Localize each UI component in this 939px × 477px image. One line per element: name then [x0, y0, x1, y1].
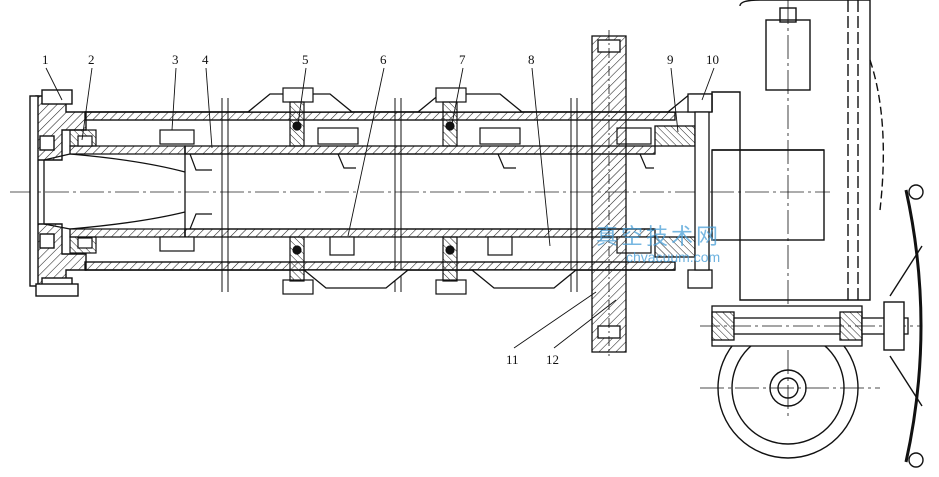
part-label-10: 10 [706, 52, 719, 67]
part-label-8: 8 [528, 52, 535, 67]
watermark-url: chvacuum.com [626, 249, 720, 265]
left-spigot [43, 145, 186, 238]
mounting-plate [591, 30, 627, 356]
inner-shaft [184, 145, 656, 238]
part-label-12: 12 [546, 352, 559, 367]
part-label-2: 2 [88, 52, 95, 67]
part-label-5: 5 [302, 52, 309, 67]
part-label-3: 3 [172, 52, 179, 67]
part-labels: 1 2 3 4 5 6 7 8 9 10 11 12 [42, 52, 719, 367]
handwheel[interactable] [883, 184, 924, 468]
leader-lines [45, 67, 715, 349]
left-flange [29, 89, 87, 297]
watermark-cn: 真空技术网 [596, 225, 721, 250]
part-label-1: 1 [42, 52, 49, 67]
part-label-9: 9 [667, 52, 674, 67]
part-label-6: 6 [380, 52, 387, 67]
packing-left [69, 129, 97, 254]
part-label-11: 11 [506, 352, 519, 367]
right-seal [654, 93, 713, 289]
part-label-4: 4 [202, 52, 209, 67]
gearbox-body [711, 0, 885, 420]
part-label-7: 7 [459, 52, 466, 67]
watermark: 真空技术网 chvacuum.com [596, 225, 721, 265]
radial-bolts [282, 87, 467, 295]
break-lines [221, 98, 578, 292]
